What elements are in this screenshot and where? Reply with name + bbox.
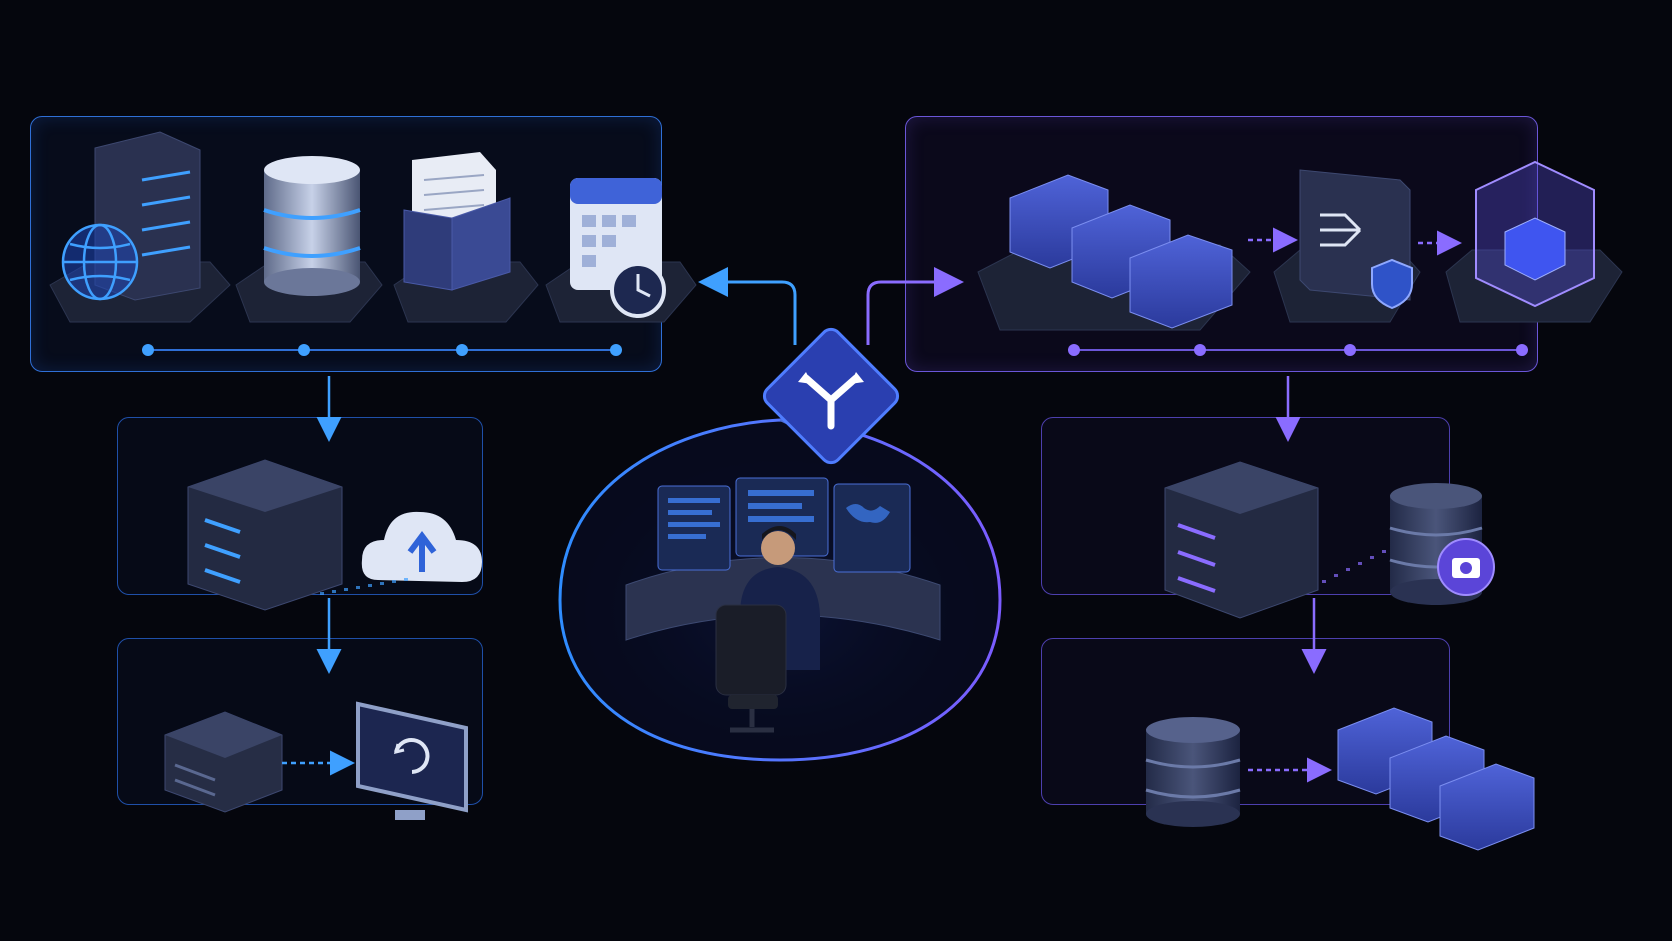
container-stack-icon — [1009, 174, 1233, 329]
cube-vault-icon — [1475, 160, 1595, 308]
left-main-timeline — [142, 344, 622, 356]
monitor-sync-icon — [356, 701, 468, 820]
network-switch-shield-icon — [1299, 169, 1413, 310]
server-rack-icon-right — [1164, 461, 1319, 619]
server-rack-icon — [187, 459, 343, 611]
container-stack-icon-right — [1337, 707, 1535, 851]
data-particles-right — [1322, 550, 1386, 583]
database-icon-right — [1145, 717, 1241, 827]
office-chair-icon — [715, 604, 787, 733]
connector-hub-to-right — [866, 267, 964, 345]
storage-box-icon — [164, 711, 283, 813]
file-folder-icon — [403, 152, 511, 291]
right-main-timeline — [1068, 344, 1528, 356]
database-icon — [263, 156, 361, 296]
calendar-clock-icon — [570, 178, 666, 318]
cloud-upload-icon — [361, 511, 482, 582]
fork-split-icon — [762, 327, 900, 465]
camera-icon — [1437, 538, 1495, 596]
globe-icon — [61, 223, 139, 301]
connector-hub-to-left — [698, 267, 797, 345]
data-particles-left — [320, 578, 408, 595]
